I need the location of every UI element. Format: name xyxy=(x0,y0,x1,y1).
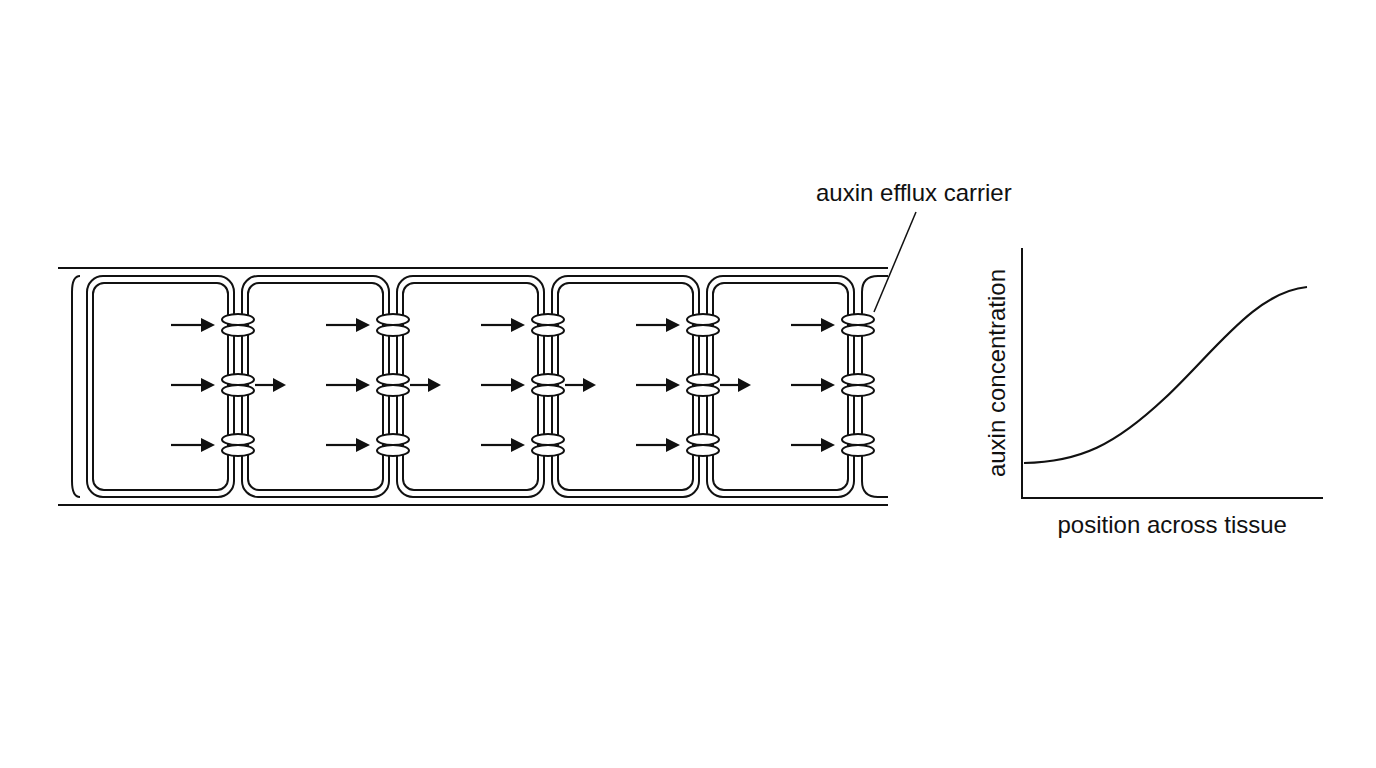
leader-line xyxy=(874,212,916,312)
axis-label: position across tissue xyxy=(1058,513,1287,537)
callout-label: auxin efflux carrier xyxy=(816,181,1012,205)
concentration-graph xyxy=(1022,248,1323,498)
efflux-carriers xyxy=(222,314,874,456)
axis-label: auxin concentration xyxy=(985,269,1009,477)
tissue-strip xyxy=(58,268,888,505)
flow-arrows xyxy=(171,318,835,452)
